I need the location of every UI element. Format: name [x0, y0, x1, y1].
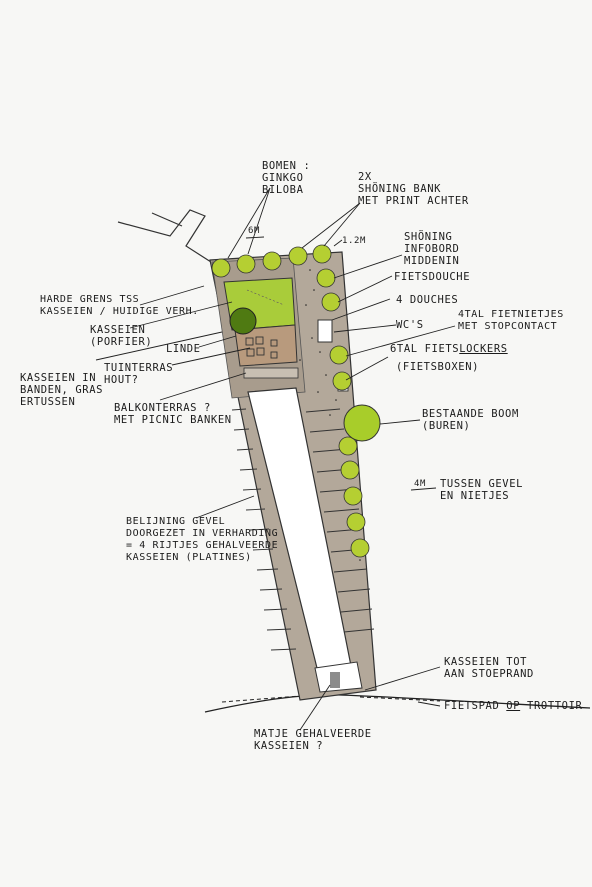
lockers-prefix: 6tal FIETS	[390, 343, 460, 355]
existing-tree	[343, 404, 381, 442]
linde-tree	[229, 307, 257, 335]
label-bestaande-boom: BESTAANDE BOOM (BUREN)	[422, 408, 519, 432]
label-wcs: WC'S	[396, 319, 424, 331]
fietspad-prefix: FIETSPAD	[444, 700, 507, 712]
label-stoeprand: KASSEIEN TOT AAN STOEPRAND	[444, 656, 534, 680]
neighbour-tree-outline	[117, 209, 212, 263]
paving-stripes	[231, 408, 375, 651]
picnic-benches	[245, 336, 278, 359]
label-fietsnietjes: 4tal FIETNIETJES MET STOPCONTACT	[458, 309, 564, 332]
label-linde: LINDE	[166, 343, 201, 355]
dimension-6m: 6m	[248, 226, 261, 236]
ginkgo-trees-side	[316, 268, 370, 558]
label-belijning: BELIJNING GEVEL DOORGEZET IN VERHARDING …	[126, 516, 279, 563]
label-bank: 2x SHÖNING BANK MET PRINT ACHTER	[358, 171, 469, 207]
grass-hatch	[246, 289, 285, 306]
label-balkonterras: BALKONTERRAS ? MET PICNIC BANKEN	[114, 402, 232, 426]
balcony-terrace	[243, 367, 299, 379]
leader-lines	[95, 187, 456, 731]
street-edge	[204, 694, 591, 713]
street-edge-dash	[221, 695, 441, 703]
label-infobord: SHÖNING INFOBORD MIDDENIN	[404, 231, 460, 267]
showers-block	[317, 319, 333, 343]
label-tuinterras: TUINTERRAS HOUT?	[104, 362, 174, 386]
dimension-1-2m: 1.2M	[342, 236, 367, 246]
ginkgo-trees-top	[211, 244, 332, 278]
label-lockers: 6tal FIETSLOCKERS	[390, 343, 508, 355]
label-kasseien-banden: KASSEIEN IN BANDEN, GRAS ERTUSSEN	[20, 372, 104, 408]
label-fietsdouche: FIETSDOUCHE	[394, 271, 471, 283]
label-fietspad: FIETSPAD OP TROTTOIR	[444, 700, 582, 712]
label-harde-grens: HARDE GRENS TSS KASSEIEN / HUIDIGE VERH.	[40, 294, 199, 317]
fietspad-op: OP	[506, 700, 521, 712]
label-matje: MATJE GEHALVEERDE KASSEIEN ?	[254, 728, 372, 752]
fietspad-suffix: TROTTOIR	[520, 700, 583, 712]
label-bomen: BOMEN : GINKGO BILOBA	[262, 160, 311, 196]
label-fietsboxen: (FIETSBOXEN)	[396, 361, 480, 373]
label-tussen-gevel: TUSSEN GEVEL EN NIETJES	[440, 478, 524, 502]
label-kasseien-porfier: KASSEIEN (PORFIER)	[90, 324, 153, 348]
entrance-mat	[330, 672, 340, 688]
label-douches: 4 DOUCHES	[396, 294, 459, 306]
dimension-4m: 4M	[414, 479, 427, 489]
lockers-underlined: LOCKERS	[459, 343, 508, 355]
